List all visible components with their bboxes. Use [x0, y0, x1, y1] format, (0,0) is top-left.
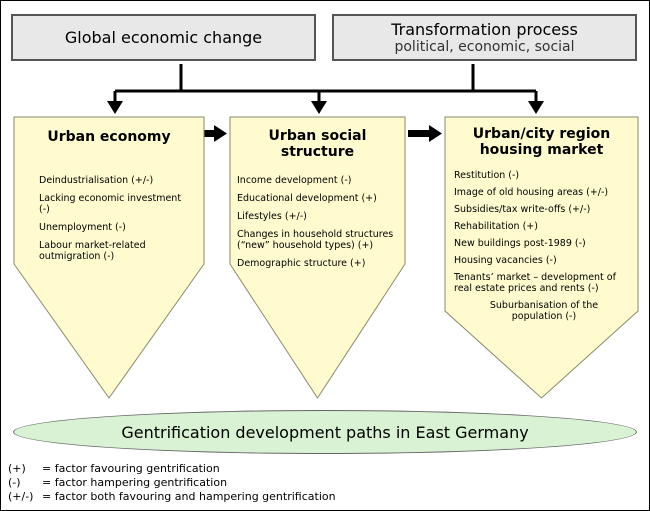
global-economic-change-box: Global economic change — [11, 14, 316, 61]
arrow-right-2-shaft — [408, 130, 430, 137]
factor-item: Suburbanisation of the population (-) — [489, 300, 599, 322]
factor-item: Educational development (+) — [237, 193, 377, 204]
outcome-ellipse: Gentrification development paths in East… — [13, 410, 637, 454]
housing-market-title-line-2: housing market — [479, 142, 604, 158]
urban-economy-factor-list: Deindustrialisation (+/-) Lacking econom… — [39, 175, 189, 269]
urban-social-structure-block: Urban social structure Income developmen… — [229, 116, 406, 399]
transformation-process-subtitle: political, economic, social — [394, 38, 575, 55]
factor-item: New buildings post-1989 (-) — [454, 238, 586, 249]
legend-text: = factor favouring gentrification — [42, 462, 220, 475]
housing-market-title-line-1: Urban/city region — [472, 126, 611, 142]
transformation-process-title: Transformation process — [391, 19, 578, 39]
housing-market-factor-list: Restitution (-) Image of old housing are… — [454, 170, 634, 328]
urban-social-structure-shape — [229, 116, 406, 399]
arrow-right-1-head — [214, 125, 227, 142]
legend-text: = factor both favouring and hampering ge… — [42, 490, 336, 503]
factor-item: Unemployment (-) — [39, 222, 126, 233]
legend-text: = factor hampering gentrification — [42, 476, 228, 489]
legend-symbol: (+/-) — [8, 490, 34, 503]
housing-market-shape — [444, 116, 639, 399]
urban-economy-block: Urban economy Deindustrialisation (+/-) … — [13, 116, 205, 399]
urban-economy-title: Urban economy — [13, 129, 205, 145]
factor-item: Changes in household structures (“new” h… — [237, 229, 394, 251]
arrowhead-down-2 — [311, 101, 327, 114]
factor-item: Image of old housing areas (+/-) — [454, 187, 609, 198]
factor-item: Demographic structure (+) — [237, 258, 366, 269]
factor-item: Lacking economic investment (-) — [39, 193, 182, 215]
factor-item: Tenants’ market – development of real es… — [454, 272, 616, 294]
legend-symbol: (+) — [8, 462, 26, 475]
urban-social-structure-title-line-1: Urban social — [268, 128, 367, 144]
factor-item: Housing vacancies (-) — [454, 255, 557, 266]
arrowhead-down-3 — [528, 101, 544, 114]
transformation-process-box: Transformation process political, econom… — [332, 14, 637, 61]
factor-item: Restitution (-) — [454, 170, 520, 181]
arrow-right-2-head — [429, 125, 442, 142]
factor-item: Rehabilitation (+) — [454, 221, 538, 232]
factor-item: Income development (-) — [237, 175, 352, 186]
outcome-label: Gentrification development paths in East… — [121, 422, 529, 442]
legend-symbol: (-) — [8, 476, 21, 489]
factor-item: Deindustrialisation (+/-) — [39, 175, 154, 186]
urban-social-structure-title: Urban social structure — [229, 128, 406, 160]
factor-item: Lifestyles (+/-) — [237, 211, 307, 222]
urban-economy-shape — [13, 116, 205, 399]
urban-economy-title-line: Urban economy — [47, 129, 171, 145]
housing-market-title: Urban/city region housing market — [444, 126, 639, 158]
global-economic-change-label: Global economic change — [64, 28, 263, 47]
urban-social-structure-title-line-2: structure — [280, 144, 355, 160]
housing-market-block: Urban/city region housing market Restitu… — [444, 116, 639, 399]
arrowhead-down-1 — [107, 101, 123, 114]
factor-item: Subsidies/tax write-offs (+/-) — [454, 204, 591, 215]
factor-item: Labour market-related outmigration (-) — [39, 240, 146, 262]
urban-social-structure-factor-list: Income development (-) Educational devel… — [237, 175, 401, 276]
